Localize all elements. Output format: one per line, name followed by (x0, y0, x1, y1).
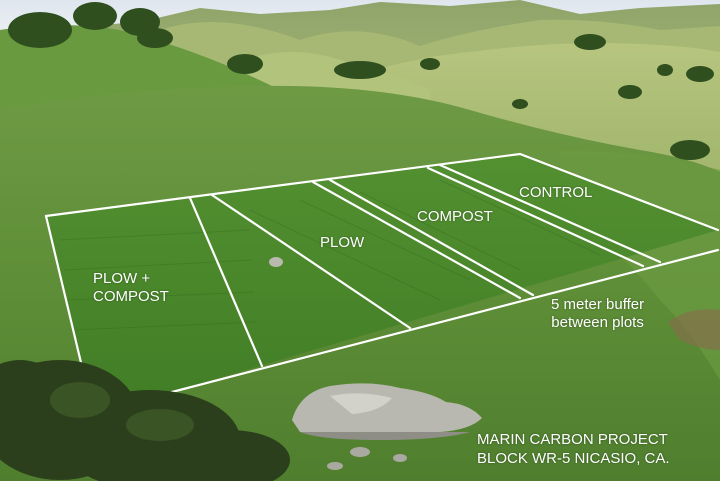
photo-caption: MARIN CARBON PROJECT BLOCK WR-5 NICASIO,… (477, 430, 670, 468)
foreground-tree (0, 360, 290, 481)
furrow-texture (59, 179, 601, 331)
ridge-trees (8, 2, 714, 160)
rock-outcrop (292, 383, 482, 470)
label-buffer-line1: 5 meter buffer (551, 296, 645, 313)
label-plow-compost-line2: COMPOST (93, 288, 169, 305)
label-buffer: 5 meter buffer between plots (551, 296, 644, 332)
label-plow: PLOW (320, 234, 365, 251)
caption-line2: BLOCK WR-5 NICASIO, CA. (477, 450, 670, 467)
label-plow-compost: PLOW + COMPOST (93, 270, 169, 306)
label-buffer-line2: between plots (551, 314, 644, 331)
label-control: CONTROL (519, 184, 593, 201)
dirt-patch (668, 309, 720, 350)
foreground-tree-highlights (50, 382, 194, 441)
caption-line1: MARIN CARBON PROJECT (477, 431, 668, 448)
plot-boundaries (44, 152, 720, 394)
label-plow-compost-line1: PLOW + (93, 270, 151, 287)
label-compost: COMPOST (417, 208, 493, 225)
small-rock (269, 257, 283, 267)
